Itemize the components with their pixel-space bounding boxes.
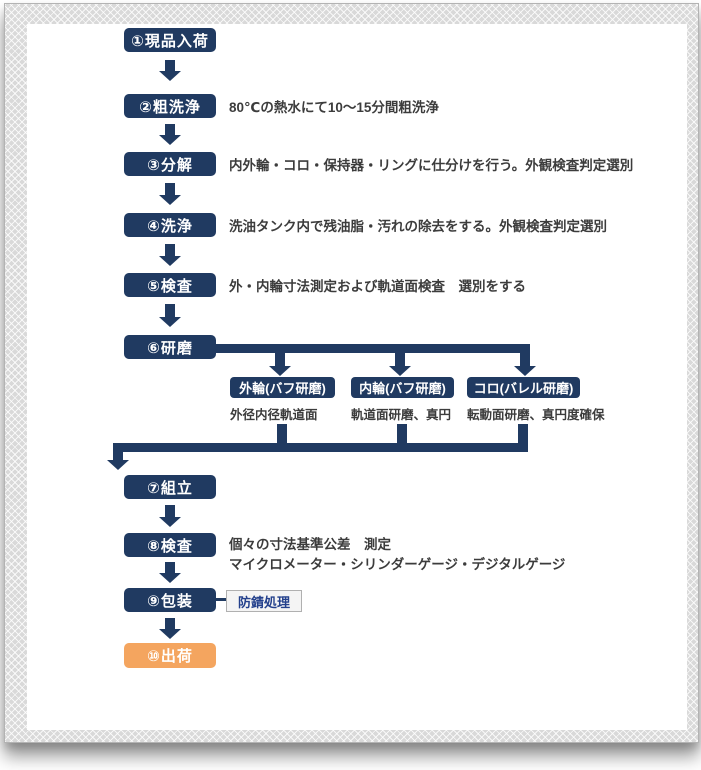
arrow-down-2	[159, 124, 181, 145]
flow-step-2-annotation: 80℃の熱水にて10〜15分間粗洗浄	[229, 100, 439, 115]
branch-caption-roller: 転動面研磨、真円度確保	[467, 408, 605, 422]
branch-box-roller: コロ(バレル研磨)	[467, 377, 580, 398]
arrow-down-7	[159, 505, 181, 527]
arrow-down-4	[159, 244, 181, 266]
merge-bar	[113, 443, 528, 452]
flow-step-7-box: ⑦組立	[124, 475, 216, 499]
flow-step-2-box: ②粗洗浄	[124, 94, 216, 118]
arrow-down-9	[159, 618, 181, 639]
flow-step-5-annotation: 外・内輪寸法測定および軌道面検査 選別をする	[229, 279, 526, 294]
flow-step-5-box: ⑤検査	[124, 273, 216, 297]
branch-arrow-down-3	[514, 353, 536, 376]
flow-step-8-box: ⑧検査	[124, 533, 216, 557]
flow-step-8-annotation-line2: マイクロメーター・シリンダーゲージ・デジタルゲージ	[229, 557, 566, 572]
branch-arrow-down-1	[269, 353, 291, 376]
merge-arrow-down	[107, 452, 129, 470]
arrow-down-3	[159, 183, 181, 205]
rust-proofing-note: 防錆処理	[226, 590, 302, 612]
branch-arrow-down-2	[389, 353, 411, 376]
flow-step-9-box: ⑨包装	[124, 588, 216, 612]
flow-step-10-box: ⑩出荷	[124, 643, 216, 668]
arrow-down-8	[159, 562, 181, 583]
branch-split-bar	[216, 344, 530, 353]
page-frame: ①現品入荷 ②粗洗浄 ③分解 ④洗浄 ⑤検査 ⑥研磨 ⑦組立 ⑧検査 ⑨包装 ⑩…	[4, 3, 699, 743]
merge-stub-3	[518, 424, 528, 452]
arrow-down-5	[159, 304, 181, 327]
flow-step-8-annotation: 個々の寸法基準公差 測定 マイクロメーター・シリンダーゲージ・デジタルゲージ	[229, 535, 565, 575]
flowchart-canvas: ①現品入荷 ②粗洗浄 ③分解 ④洗浄 ⑤検査 ⑥研磨 ⑦組立 ⑧検査 ⑨包装 ⑩…	[27, 24, 687, 730]
flow-step-3-box: ③分解	[124, 152, 216, 176]
merge-stub-1	[277, 424, 287, 443]
flow-step-4-box: ④洗浄	[124, 213, 216, 237]
merge-stub-2	[397, 424, 407, 443]
flow-step-8-annotation-line1: 個々の寸法基準公差 測定	[229, 537, 391, 552]
flow-step-4-annotation: 洗油タンク内で残油脂・汚れの除去をする。外観検査判定選別	[229, 219, 607, 234]
branch-caption-inner-ring: 軌道面研磨、真円	[351, 408, 452, 422]
flow-step-6-box: ⑥研磨	[124, 335, 216, 359]
arrow-down-1	[159, 60, 181, 81]
flow-step-3-annotation: 内外輪・コロ・保持器・リングに仕分けを行う。外観検査判定選別	[229, 158, 634, 173]
flow-step-1-box: ①現品入荷	[124, 28, 216, 52]
note-connector-line	[216, 598, 228, 601]
branch-caption-outer-ring: 外径内径軌道面	[230, 408, 318, 422]
branch-box-inner-ring: 内輪(バフ研磨)	[351, 377, 454, 398]
branch-box-outer-ring: 外輪(バフ研磨)	[230, 377, 335, 398]
